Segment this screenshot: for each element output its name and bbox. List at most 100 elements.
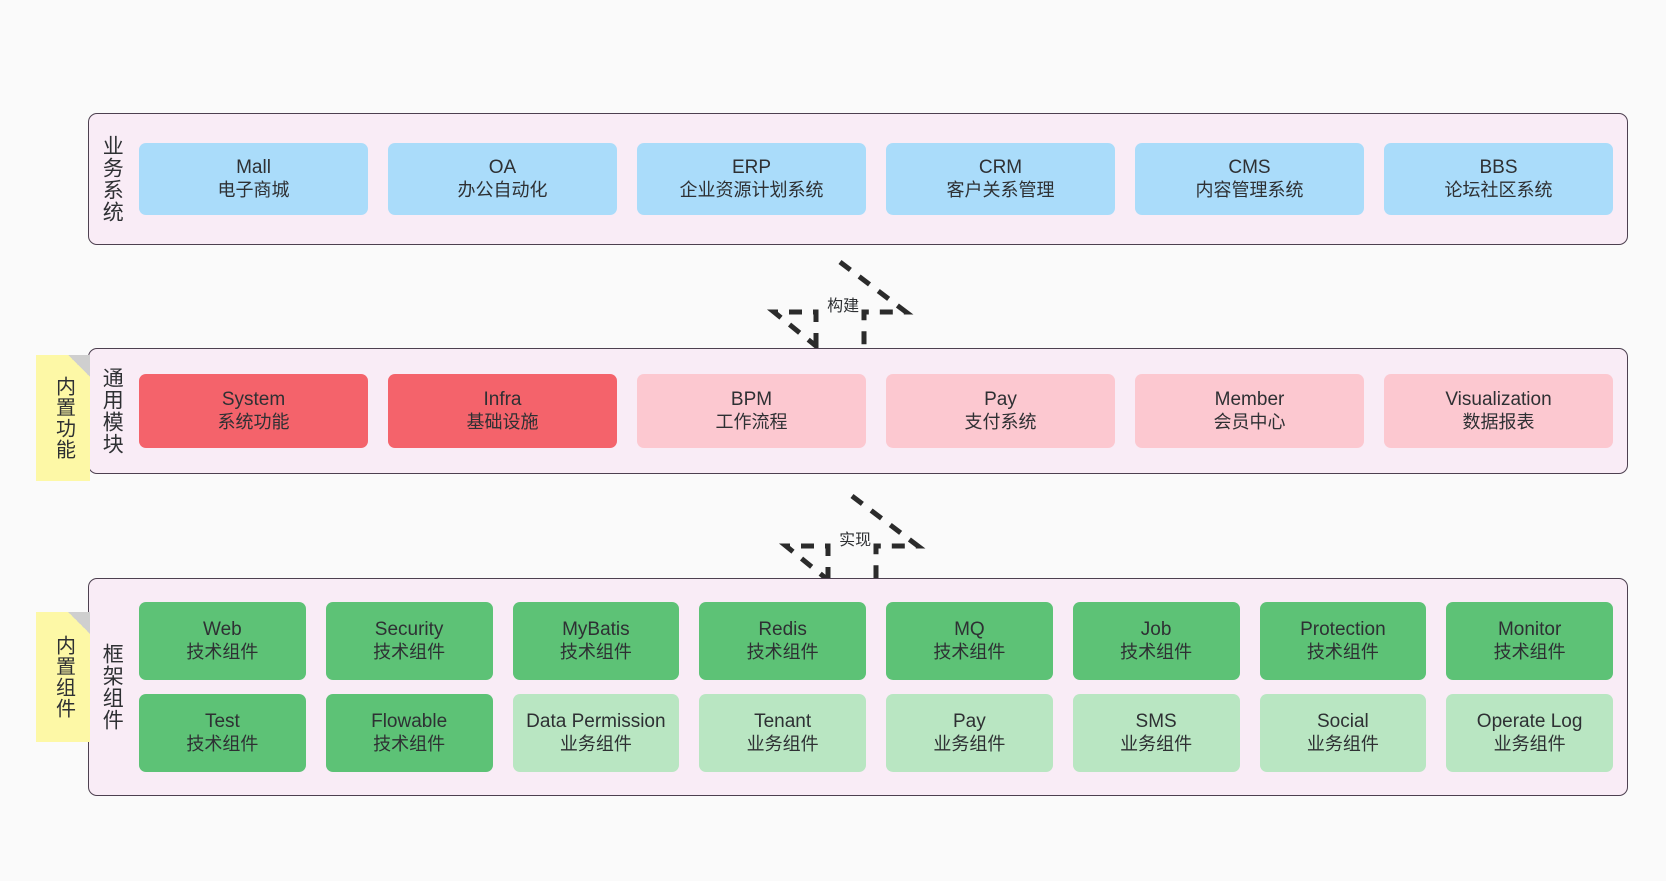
- node-title: Mall: [236, 157, 271, 179]
- connector-implement-label: 实现: [839, 532, 872, 549]
- node-title: CMS: [1228, 157, 1271, 179]
- connector-implement: 实现: [772, 490, 932, 586]
- node-subtitle: 技术组件: [373, 733, 446, 754]
- node-title: Social: [1317, 711, 1369, 733]
- node-title: Operate Log: [1476, 711, 1583, 733]
- node-title: Job: [1140, 619, 1172, 641]
- node-subtitle: 技术组件: [933, 641, 1006, 662]
- node-title: MQ: [954, 619, 985, 641]
- node-subtitle: 技术组件: [186, 641, 259, 662]
- node-title: Visualization: [1445, 389, 1552, 411]
- note-builtin-components: 内置组件: [36, 612, 90, 742]
- node-title: Pay: [953, 711, 986, 733]
- node-subtitle: 基础设施: [466, 411, 539, 432]
- node-title: Pay: [984, 389, 1017, 411]
- node-subtitle: 论坛社区系统: [1444, 179, 1553, 200]
- node-title: Protection: [1300, 619, 1386, 641]
- node-subtitle: 客户关系管理: [946, 179, 1055, 200]
- node-title: System: [221, 389, 286, 411]
- node-title: ERP: [731, 157, 772, 179]
- node-title: BPM: [730, 389, 773, 411]
- node-title: Data Permission: [526, 711, 666, 733]
- node-subtitle: 技术组件: [559, 641, 632, 662]
- node-title: Tenant: [754, 711, 812, 733]
- layer-label-framework-components: 框架组件: [100, 643, 124, 731]
- node-subtitle: 业务组件: [1306, 733, 1379, 754]
- node-subtitle: 业务组件: [1493, 733, 1566, 754]
- connector-build-label: 构建: [827, 298, 860, 315]
- node-subtitle: 技术组件: [186, 733, 259, 754]
- node-subtitle: 技术组件: [1306, 641, 1379, 662]
- layer-label-business-systems: 业务系统: [100, 135, 124, 223]
- node-subtitle: 系统功能: [217, 411, 290, 432]
- node-subtitle: 企业资源计划系统: [679, 179, 824, 200]
- node-title: Monitor: [1497, 619, 1562, 641]
- node-title: Member: [1214, 389, 1285, 411]
- node-title: Web: [203, 619, 242, 641]
- node-title: Flowable: [371, 711, 448, 733]
- note-builtin-functions-label: 内置功能: [52, 376, 75, 460]
- node-subtitle: 技术组件: [746, 641, 819, 662]
- page-fold-icon: [68, 612, 90, 634]
- node-subtitle: 业务组件: [1120, 733, 1193, 754]
- node-subtitle: 支付系统: [964, 411, 1037, 432]
- node-subtitle: 业务组件: [746, 733, 819, 754]
- connector-build: 构建: [760, 256, 920, 352]
- node-title: Security: [374, 619, 444, 641]
- node-subtitle: 业务组件: [933, 733, 1006, 754]
- node-subtitle: 数据报表: [1462, 411, 1535, 432]
- node-title: Redis: [758, 619, 807, 641]
- node-subtitle: 技术组件: [1493, 641, 1566, 662]
- node-title: Test: [204, 711, 240, 733]
- note-builtin-components-label: 内置组件: [52, 635, 75, 719]
- node-subtitle: 技术组件: [1120, 641, 1193, 662]
- node-title: CRM: [978, 157, 1023, 179]
- layer-label-common-modules: 通用模块: [100, 367, 124, 455]
- node-subtitle: 会员中心: [1213, 411, 1286, 432]
- node-title: MyBatis: [562, 619, 630, 641]
- node-subtitle: 工作流程: [715, 411, 788, 432]
- node-subtitle: 技术组件: [373, 641, 446, 662]
- node-subtitle: 内容管理系统: [1195, 179, 1304, 200]
- node-title: SMS: [1135, 711, 1177, 733]
- node-subtitle: 电子商城: [217, 179, 290, 200]
